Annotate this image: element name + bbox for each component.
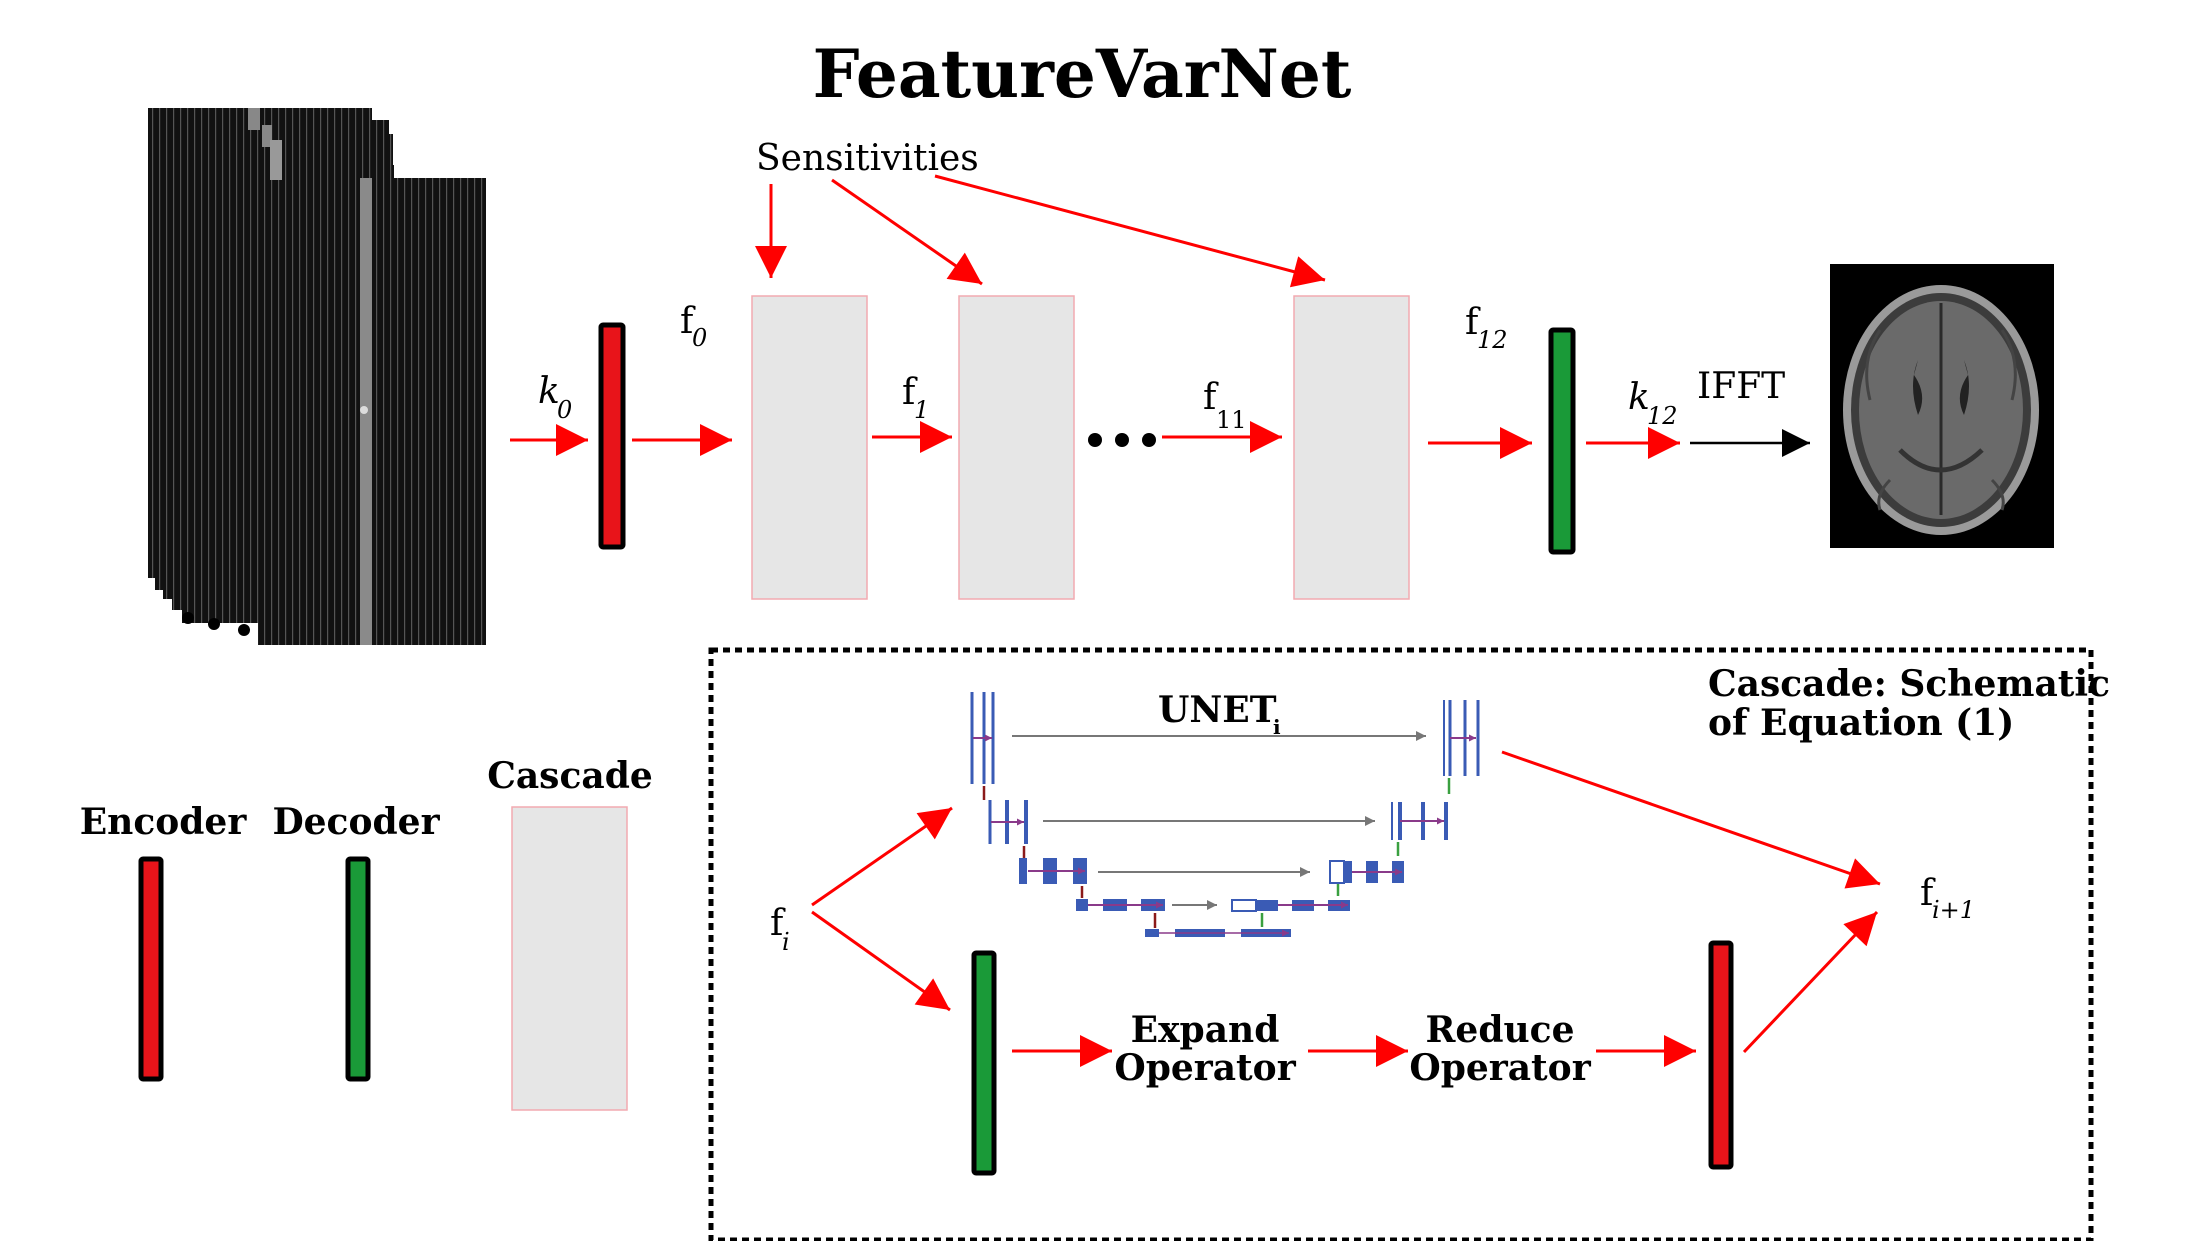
svg-text:1: 1 [914,396,929,424]
schematic-decoder-bar [971,950,997,1176]
svg-text:of Equation (1): of Equation (1) [1708,702,2014,744]
svg-text:f: f [770,903,786,944]
encoder-bar [598,322,626,550]
reduce-operator-label: Reduce Operator [1409,1009,1591,1089]
f1-label: f 1 [902,372,929,424]
ifft-label: IFFT [1697,366,1785,407]
svg-text:0: 0 [692,324,707,352]
svg-text:12: 12 [1647,402,1678,430]
k0-label: k 0 [538,371,572,424]
fi1-label: f i+1 [1920,873,1975,924]
svg-text:11: 11 [1216,406,1247,434]
legend-encoder-bar [138,856,164,1082]
svg-text:k: k [1628,377,1650,418]
legend-cascade-box [511,806,628,1111]
expand-operator-label: Expand Operator [1114,1009,1296,1089]
svg-text:0: 0 [557,396,572,424]
legend: Encoder Decoder Cascade [80,755,653,1111]
arrow-fi-to-decoder [811,910,951,1012]
f0-label: f 0 [680,301,707,352]
cascade-box-12 [1293,295,1410,600]
schematic-title: Cascade: Schematic of Equation (1) [1708,663,2110,744]
unet-schematic [970,692,1480,937]
svg-text:f: f [1465,302,1481,343]
svg-text:k: k [538,371,560,412]
legend-encoder-label: Encoder [80,801,248,843]
svg-text:i+1: i+1 [1932,896,1975,924]
sensitivities-label: Sensitivities [756,138,979,179]
svg-text:Operator: Operator [1114,1047,1296,1089]
mri-brain-image [1830,264,2054,548]
kspace-stack [148,108,486,645]
legend-cascade-label: Cascade [487,755,653,797]
svg-text:UNET: UNET [1158,689,1277,731]
decoder-bar [1548,327,1576,555]
svg-text:f: f [680,301,696,342]
arrow-unet-to-fi1 [1501,750,1881,889]
cascade-box-1 [751,295,868,600]
fi-label: f i [770,903,790,956]
kspace-dot [238,624,250,636]
cascade-ellipsis [1088,433,1156,447]
kspace-dot [182,612,194,624]
cascade-box-2 [958,295,1075,600]
arrow-fi-to-unet [811,806,953,907]
svg-text:f: f [1920,873,1936,914]
f12-label: f 12 [1465,302,1508,354]
diagram-title: FeatureVarNet [813,35,1352,113]
arrow-sens-to-cascade2 [831,178,983,286]
svg-text:Expand: Expand [1131,1009,1280,1051]
f11-label: f 11 [1203,377,1247,434]
svg-text:f: f [1203,377,1219,418]
k12-label: k 12 [1628,377,1678,430]
svg-text:Operator: Operator [1409,1047,1591,1089]
svg-text:i: i [1273,715,1281,739]
legend-decoder-label: Decoder [272,801,440,843]
kspace-dot [208,618,220,630]
arrow-encoder-to-fi1 [1742,910,1879,1054]
svg-text:i: i [782,928,790,956]
svg-text:Cascade: Schematic: Cascade: Schematic [1708,663,2110,705]
svg-text:f: f [902,372,918,413]
unet-label: UNET i [1158,689,1281,739]
schematic-box [708,647,2094,1241]
legend-decoder-bar [345,856,371,1082]
svg-text:12: 12 [1477,326,1508,354]
arrow-sens-to-cascade12 [934,174,1326,288]
svg-text:Reduce: Reduce [1426,1009,1575,1051]
schematic-encoder-bar [1708,940,1734,1170]
